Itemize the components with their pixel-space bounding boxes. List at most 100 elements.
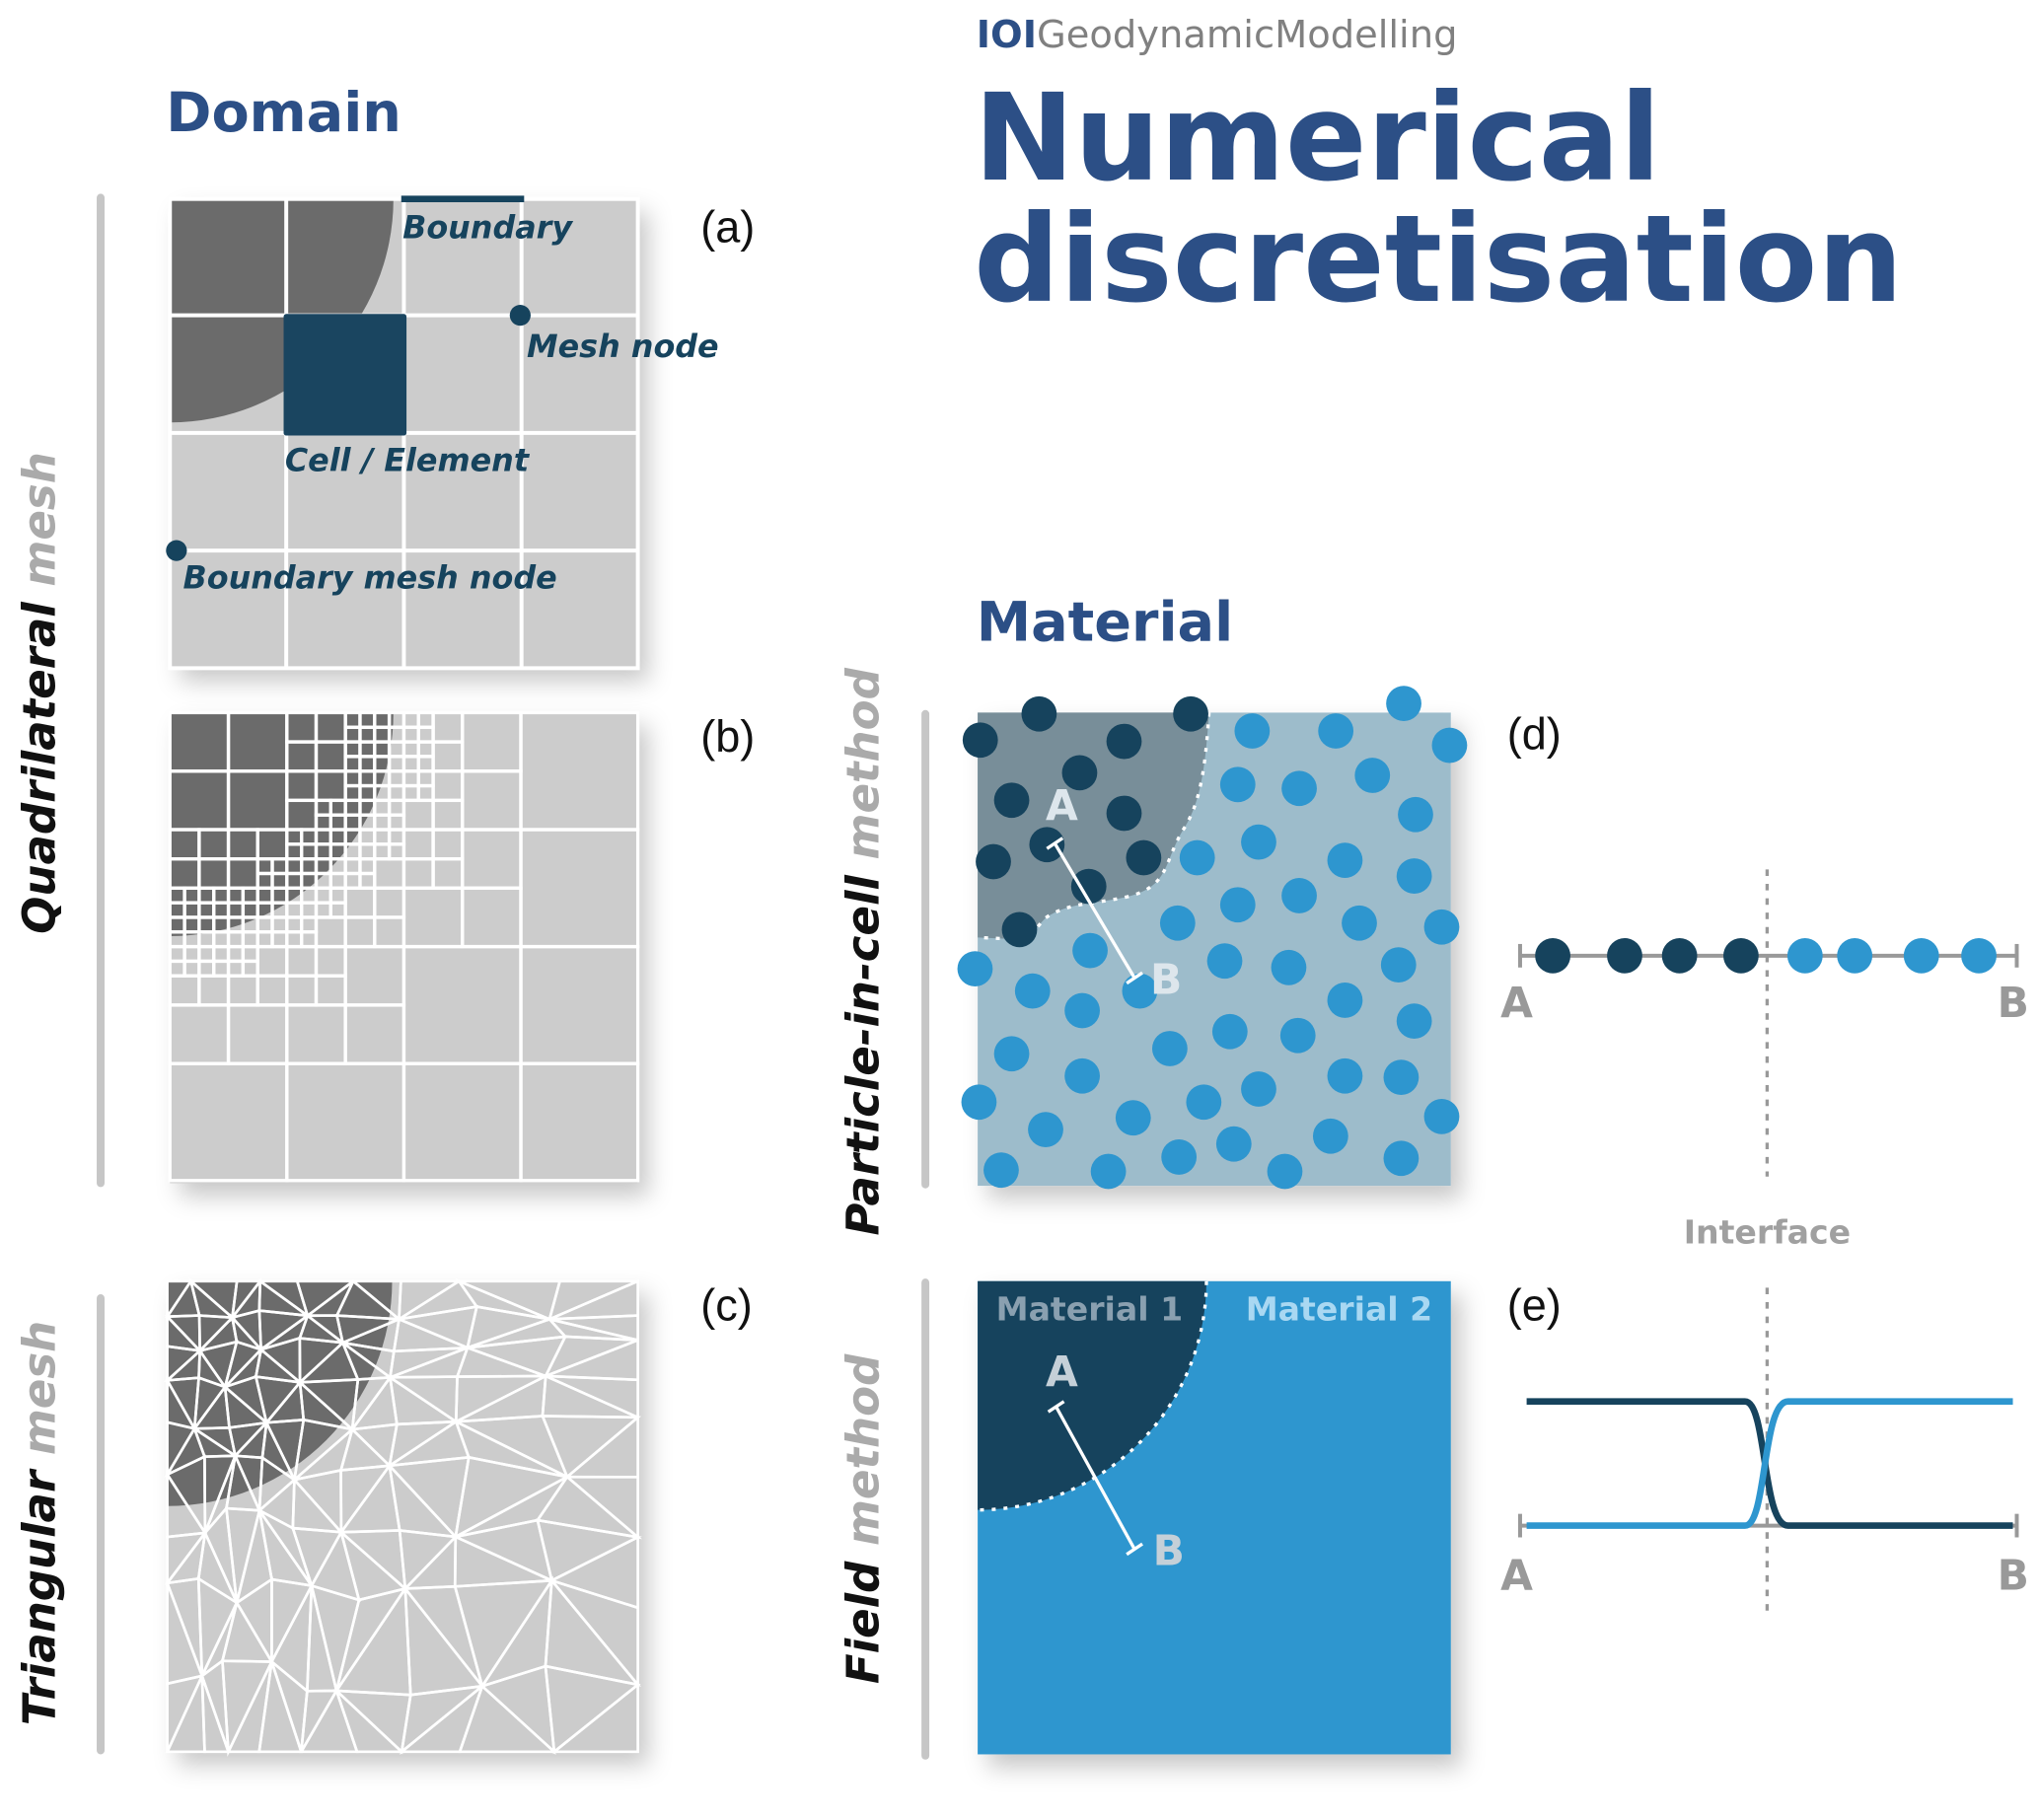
- particle-material-2: [1219, 766, 1256, 803]
- particle-material-2: [1179, 839, 1215, 876]
- particle-material-1: [976, 843, 1011, 880]
- particle-material-2: [1159, 905, 1196, 941]
- mesh-node: [509, 305, 531, 327]
- section-material: Material: [977, 591, 1233, 655]
- panel-c-triangular-mesh: [163, 1276, 643, 1757]
- logo: IOIGeodynamicModelling: [977, 13, 1458, 57]
- particle-material-1: [1126, 839, 1162, 876]
- profile-d: A B Interface: [1500, 869, 2029, 1251]
- title-line-1: Numerical: [974, 68, 1661, 208]
- particle-material-2: [1186, 1084, 1222, 1121]
- mesh-triangle: [458, 1683, 558, 1754]
- profile-d-a: A: [1500, 979, 1533, 1027]
- mesh-triangle: [334, 1689, 405, 1754]
- panel-label-a: (a): [700, 201, 755, 252]
- particle-material-2: [1312, 1118, 1348, 1154]
- field-point-a: A: [1046, 1347, 1078, 1396]
- particle-material-2: [1423, 909, 1460, 945]
- annotation-cell: Cell / Element: [285, 442, 531, 478]
- material-1-label: Material 1: [996, 1290, 1184, 1329]
- particle-material-1: [1029, 827, 1065, 863]
- panel-label-c: (c): [700, 1280, 753, 1331]
- particle-material-1: [1173, 695, 1208, 732]
- panel-d-particles: A B: [957, 686, 1468, 1190]
- annotation-mesh-node: Mesh node: [527, 328, 719, 365]
- particle-material-2: [1431, 727, 1468, 764]
- particle-material-2: [1396, 858, 1432, 894]
- particle-material-2: [957, 951, 993, 987]
- particle-material-2: [1234, 713, 1271, 749]
- field-point-b: B: [1153, 1526, 1185, 1574]
- panel-e-field: Material 1 Material 2 A B: [978, 1280, 1451, 1755]
- profile-particle-material-1: [1661, 937, 1698, 974]
- panel-label-e: (e): [1507, 1280, 1562, 1331]
- material-2-label: Material 2: [1246, 1290, 1433, 1329]
- profile-particle-material-1: [1535, 937, 1570, 974]
- particle-material-2: [1354, 758, 1391, 793]
- particle-material-2: [983, 1152, 1019, 1189]
- profile-e-b: B: [1998, 1552, 2029, 1600]
- section-domain: Domain: [166, 81, 401, 145]
- mesh-triangle: [257, 1661, 304, 1754]
- profile-particle-material-2: [1903, 937, 1939, 974]
- label-field-method: Field method: [837, 1353, 889, 1684]
- annotation-boundary-node: Boundary mesh node: [182, 560, 556, 597]
- profile-d-b: B: [1998, 979, 2029, 1027]
- particle-material-2: [1072, 932, 1108, 969]
- mesh-triangle: [200, 1675, 231, 1754]
- profile-particle-material-1: [1723, 937, 1759, 974]
- point-b-label: B: [1150, 955, 1182, 1003]
- label-triangular-mesh: Triangular mesh: [14, 1321, 66, 1725]
- particle-material-2: [1267, 1153, 1303, 1190]
- particle-material-1: [1021, 695, 1057, 732]
- particle-material-2: [1281, 770, 1317, 807]
- particle-material-2: [1241, 1071, 1276, 1107]
- particle-material-2: [1161, 1139, 1198, 1175]
- label-quadrilateral-mesh: Quadrilateral mesh: [14, 452, 66, 934]
- particle-material-2: [1064, 992, 1100, 1029]
- particle-material-2: [1327, 983, 1363, 1018]
- particle-material-1: [1061, 755, 1098, 791]
- panel-b-adaptive-mesh: [168, 710, 640, 1184]
- particle-material-1: [1106, 723, 1142, 760]
- particle-material-2: [1327, 842, 1363, 879]
- particle-material-2: [1383, 1140, 1420, 1177]
- particle-material-1: [1070, 868, 1107, 905]
- mesh-triangle: [550, 1682, 639, 1754]
- boundary-mesh-node: [166, 540, 187, 561]
- particle-material-2: [1342, 905, 1377, 941]
- particle-material-1: [962, 722, 998, 759]
- particle-material-2: [1327, 1057, 1363, 1094]
- particle-material-2: [1380, 947, 1417, 983]
- particle-material-2: [1014, 973, 1051, 1009]
- annotation-boundary: Boundary: [402, 209, 573, 246]
- material-1-field-curve: [1526, 1398, 2013, 1529]
- particle-material-2: [1386, 686, 1421, 722]
- particle-material-2: [1318, 713, 1354, 749]
- particle-material-2: [1271, 949, 1307, 985]
- particle-material-2: [1206, 943, 1243, 980]
- group-bars: [97, 193, 930, 1760]
- interface-label: Interface: [1684, 1212, 1851, 1251]
- particle-material-1: [993, 782, 1030, 819]
- mesh-cell: [519, 1061, 640, 1183]
- material-2-field-curve: [1526, 1398, 2013, 1529]
- particle-material-2: [1423, 1098, 1460, 1134]
- particle-material-1: [1106, 795, 1142, 832]
- particle-material-2: [1219, 887, 1256, 923]
- particle-material-2: [1028, 1112, 1063, 1147]
- particle-material-2: [1383, 1059, 1420, 1095]
- profile-e-a: A: [1500, 1552, 1533, 1600]
- panel-label-d: (d): [1507, 709, 1562, 760]
- panel-label-b: (b): [700, 711, 755, 762]
- point-a-label: A: [1046, 781, 1078, 830]
- particle-material-2: [1090, 1153, 1127, 1190]
- profile-particle-material-2: [1837, 937, 1873, 974]
- particle-material-2: [993, 1036, 1030, 1072]
- profile-particle-material-2: [1786, 937, 1823, 974]
- particle-material-1: [1001, 911, 1038, 948]
- particle-material-2: [1281, 878, 1317, 913]
- title-line-2: discretisation: [974, 189, 1903, 329]
- cell-element: [283, 314, 407, 436]
- panel-a-quad-mesh: Boundary Mesh node Cell / Element Bounda…: [166, 195, 719, 671]
